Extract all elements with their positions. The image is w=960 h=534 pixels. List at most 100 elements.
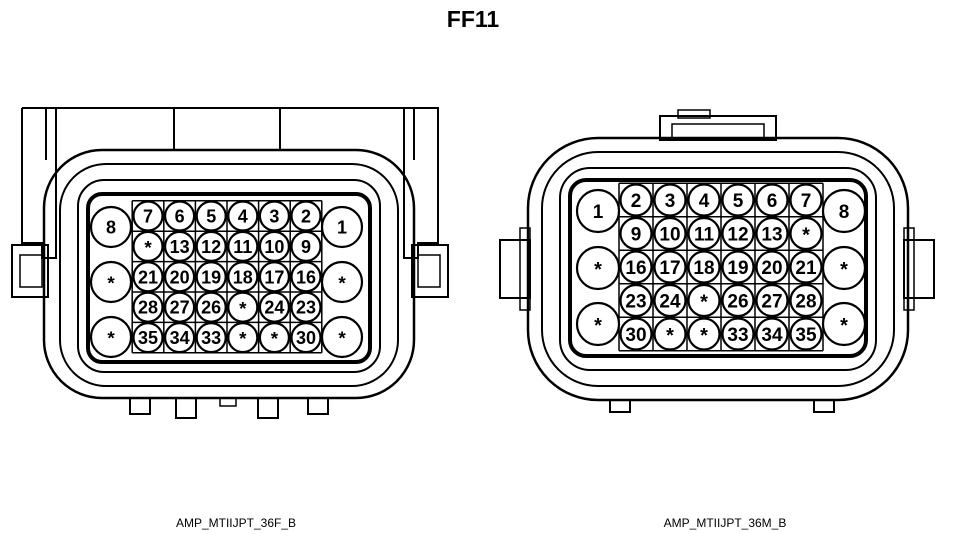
pin-unused-mark: * xyxy=(338,329,346,350)
pin-unused-mark: * xyxy=(594,315,602,337)
pin-cavity: 26 xyxy=(195,291,227,323)
pin-number-label: 6 xyxy=(767,191,778,212)
pin-circle xyxy=(755,250,789,284)
pin-cavity: 9 xyxy=(290,230,322,262)
pin-number-label: 8 xyxy=(839,202,850,223)
pin-number-label: 13 xyxy=(761,224,782,245)
pin-cavity: 27 xyxy=(164,291,196,323)
pin-cavity: 4 xyxy=(687,183,721,217)
pin-number-label: 19 xyxy=(201,267,221,287)
pin-number-label: 21 xyxy=(138,267,158,287)
pin-circle xyxy=(290,200,322,232)
pin-number-label: 27 xyxy=(761,291,782,312)
pin-number-label: 7 xyxy=(143,206,153,226)
pin-number-label: 17 xyxy=(659,258,680,279)
pin-circle xyxy=(653,216,687,251)
pin-cavity: 1 xyxy=(575,188,621,234)
pin-circle xyxy=(89,260,133,304)
pin-cavity: 6 xyxy=(755,183,789,217)
pin-cavity: 3 xyxy=(258,200,290,232)
pin-circle xyxy=(653,317,687,351)
pin-circle xyxy=(687,183,721,217)
pin-cavity: * xyxy=(227,291,259,323)
pin-cavity: * xyxy=(132,230,164,262)
pin-cavity: 19 xyxy=(195,261,227,293)
pin-circle xyxy=(227,200,259,232)
pin-number-label: 35 xyxy=(795,325,817,346)
pin-number-label: 35 xyxy=(138,328,158,348)
pin-circle xyxy=(575,245,621,291)
pin-number-label: 26 xyxy=(201,298,221,318)
pin-cavity: * xyxy=(821,301,867,347)
pin-cavity: * xyxy=(687,317,721,351)
pin-number-label: 23 xyxy=(296,298,316,318)
pin-cavity: 8 xyxy=(821,188,867,234)
pin-circle xyxy=(789,216,823,251)
pin-circle xyxy=(195,291,227,323)
pin-circle xyxy=(687,216,721,251)
pin-circle xyxy=(132,261,164,293)
pin-circle xyxy=(619,283,653,318)
pin-cavity: * xyxy=(320,260,364,304)
pin-cavity: 12 xyxy=(721,216,755,251)
pin-circle xyxy=(164,261,196,293)
pin-cavity: 11 xyxy=(227,230,259,262)
pin-cavity: 18 xyxy=(687,250,721,284)
pin-number-label: 19 xyxy=(727,258,748,279)
pin-circle xyxy=(320,260,364,304)
pin-cavity: 35 xyxy=(789,317,823,351)
pin-number-label: 3 xyxy=(665,191,676,212)
pin-circle xyxy=(290,322,322,354)
pin-number-label: 30 xyxy=(296,328,316,348)
pin-number-label: 28 xyxy=(795,291,816,312)
pin-number-label: 27 xyxy=(170,298,190,318)
pin-number-label: 16 xyxy=(296,267,316,287)
pin-circle xyxy=(619,317,653,351)
pin-cavity: 35 xyxy=(132,322,164,354)
pin-cavity: 5 xyxy=(721,183,755,217)
pin-circle xyxy=(195,200,227,232)
pin-circle xyxy=(755,283,789,318)
pin-cavity: 16 xyxy=(619,250,653,284)
pin-unused-mark: * xyxy=(840,315,848,337)
pin-number-label: 9 xyxy=(301,237,311,257)
pin-unused-mark: * xyxy=(271,329,279,350)
pin-circle xyxy=(721,317,755,351)
pin-number-label: 4 xyxy=(238,206,248,226)
pin-cavity: 21 xyxy=(789,250,823,284)
pin-cavity: 11 xyxy=(687,216,721,251)
pin-cavity: 20 xyxy=(755,250,789,284)
pin-cavity: 13 xyxy=(755,216,789,251)
pin-number-label: 4 xyxy=(699,191,710,212)
pin-cavity: 33 xyxy=(721,317,755,351)
pin-circle xyxy=(258,322,290,354)
pin-circle xyxy=(755,317,789,351)
pin-circle xyxy=(132,291,164,323)
pin-circle xyxy=(721,283,755,318)
pin-cavity: 1 xyxy=(320,205,364,249)
pin-number-label: 33 xyxy=(201,328,221,348)
pin-cavity: 7 xyxy=(132,200,164,232)
pin-number-label: 18 xyxy=(233,267,253,287)
pin-circle xyxy=(575,188,621,234)
pin-number-label: 5 xyxy=(733,191,744,212)
pin-number-label: 5 xyxy=(206,206,216,226)
pin-cavity: 6 xyxy=(164,200,196,232)
pin-cavity: 34 xyxy=(164,322,196,354)
pin-circle xyxy=(89,315,133,359)
pin-circle xyxy=(755,216,789,251)
pin-circle xyxy=(619,216,653,251)
pin-number-label: 1 xyxy=(593,202,604,223)
pin-cavity: 26 xyxy=(721,283,755,318)
pin-number-label: 18 xyxy=(693,258,714,279)
pin-number-label: 1 xyxy=(337,217,347,237)
pin-circle xyxy=(789,250,823,284)
pin-circle xyxy=(755,183,789,217)
pin-cavity: 28 xyxy=(132,291,164,323)
pin-cavity: 10 xyxy=(258,230,290,262)
pin-cavity: 28 xyxy=(789,283,823,318)
pin-circle xyxy=(687,250,721,284)
pin-unused-mark: * xyxy=(338,274,346,295)
pin-circle xyxy=(195,261,227,293)
